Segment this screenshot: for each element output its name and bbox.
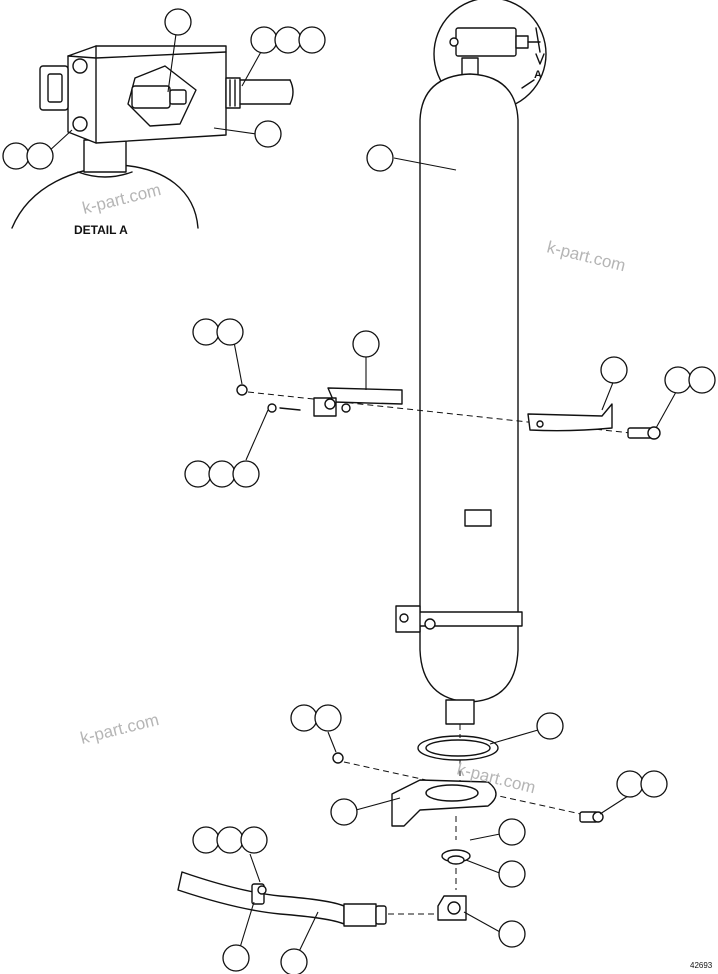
callout-bubble xyxy=(240,826,268,854)
drawing-number: 42693 xyxy=(690,961,713,970)
lower-mount-hardware xyxy=(332,724,604,921)
callout-bubble xyxy=(664,366,692,394)
upper-clamp-hardware xyxy=(236,384,661,440)
callout-bubble xyxy=(536,712,564,740)
callout-bubble xyxy=(192,826,220,854)
callout-bubble xyxy=(216,826,244,854)
callout-bubble xyxy=(498,818,526,846)
callout-bubble xyxy=(352,330,380,358)
watermark-text: k-part.com xyxy=(545,237,628,275)
callout-bubble xyxy=(254,120,282,148)
callout-bubble xyxy=(184,460,212,488)
view-arrow-label: A xyxy=(534,69,542,81)
callout-bubble xyxy=(216,318,244,346)
callout-bubble xyxy=(314,704,342,732)
callout-bubble xyxy=(250,26,278,54)
callout-bubble xyxy=(688,366,716,394)
callout-bubble xyxy=(498,860,526,888)
callout-bubble xyxy=(280,948,308,974)
callout-bubble xyxy=(192,318,220,346)
callout-bubble xyxy=(640,770,668,798)
detail-a-view: DETAIL A xyxy=(11,45,294,237)
callout-bubble xyxy=(600,356,628,384)
callout-bubble xyxy=(208,460,236,488)
watermark-text: k-part.com xyxy=(80,180,163,218)
callout-bubble xyxy=(498,920,526,948)
watermark-text: k-part.com xyxy=(78,710,161,748)
callout-bubble xyxy=(290,704,318,732)
detail-a-label: DETAIL A xyxy=(74,223,128,237)
callout-bubble xyxy=(26,142,54,170)
callout-bubble xyxy=(222,944,250,972)
callout-bubble xyxy=(330,798,358,826)
accumulator-tank: A xyxy=(395,0,547,725)
watermarks: k-part.com k-part.com k-part.com k-part.… xyxy=(78,180,627,797)
callout-bubble xyxy=(298,26,326,54)
callout-bubbles xyxy=(2,8,716,974)
callout-bubble xyxy=(274,26,302,54)
callout-bubble xyxy=(164,8,192,36)
hose-assembly xyxy=(177,871,436,927)
callout-bubble xyxy=(2,142,30,170)
callout-bubble xyxy=(616,770,644,798)
callout-leaders xyxy=(47,33,677,963)
callout-bubble xyxy=(366,144,394,172)
callout-bubble xyxy=(232,460,260,488)
